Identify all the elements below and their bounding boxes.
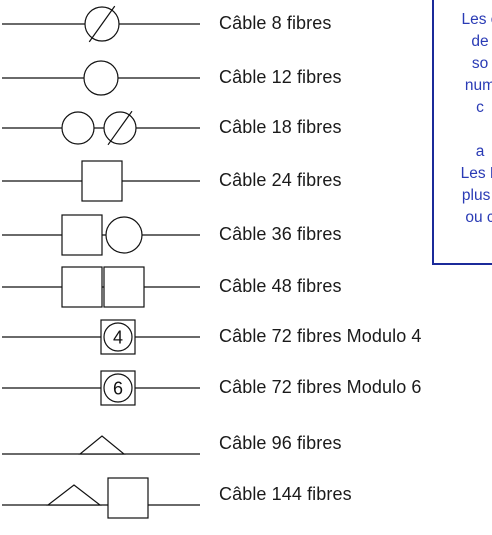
legend-label: Câble 8 fibres [219,13,332,33]
legend-row: Câble 96 fibres [0,420,492,468]
legend-label: Câble 36 fibres [219,224,342,244]
circle-symbol [103,373,133,403]
modulo-number: 4 [113,328,123,348]
circle-symbol [103,322,133,352]
symbol-triangle [2,435,200,455]
note-line [434,119,492,141]
symbol-square-square [2,266,200,308]
legend-row: Câble 18 fibres [0,104,492,152]
legend-row: 6 Câble 72 fibres Modulo 6 [0,364,492,412]
note-line: num [464,77,492,94]
legend-label: Câble 144 fibres [219,484,352,504]
square-symbol [81,160,123,202]
legend-label: Câble 12 fibres [219,67,342,87]
legend-row: Câble 144 fibres [0,471,492,519]
legend-label: Câble 72 fibres Modulo 4 [219,326,422,346]
square-symbol [107,477,149,519]
circle-symbol [105,216,143,254]
symbol-square-circle-number: 4 [2,319,200,355]
square-symbol [61,266,103,308]
square-symbol [103,266,145,308]
note-line: Les c [461,11,492,28]
legend-row: Câble 24 fibres [0,157,492,205]
note-line: ou c [465,209,492,226]
note-line: c [476,99,484,116]
note-line: Les F [460,165,492,182]
circle-symbol [61,111,95,145]
legend-label: Câble 96 fibres [219,433,342,453]
legend-row: Câble 12 fibres [0,54,492,102]
symbol-square-circle-number: 6 [2,370,200,406]
triangle-symbol [78,435,126,455]
legend-label: Câble 72 fibres Modulo 6 [219,377,422,397]
note-box: Les c de so num c a Les F plus l ou c [432,0,492,265]
legend-row: Câble 48 fibres [0,263,492,311]
note-text: Les c de so num c a Les F plus l ou c [434,0,492,229]
slash-mark [88,5,116,43]
symbol-circle-circle-slash [2,110,200,146]
note-line: so [471,55,489,72]
legend-row: Câble 36 fibres [0,211,492,259]
legend-label: Câble 48 fibres [219,276,342,296]
triangle-symbol [46,484,102,506]
symbol-square-circle [2,214,200,256]
modulo-number: 6 [113,379,123,399]
slash-mark [107,110,133,146]
symbol-circle [2,60,200,96]
symbol-square [2,160,200,202]
legend-label: Câble 18 fibres [219,117,342,137]
circle-symbol [83,60,119,96]
legend-row: Câble 8 fibres [0,0,492,48]
legend-row: 4 Câble 72 fibres Modulo 4 [0,313,492,361]
symbol-circle-slash [2,5,200,43]
legend-label: Câble 24 fibres [219,170,342,190]
symbol-triangle-square [2,477,200,519]
note-line: a [475,143,485,160]
note-line: plus l [461,187,492,204]
note-line: de [471,33,489,50]
square-symbol [61,214,103,256]
